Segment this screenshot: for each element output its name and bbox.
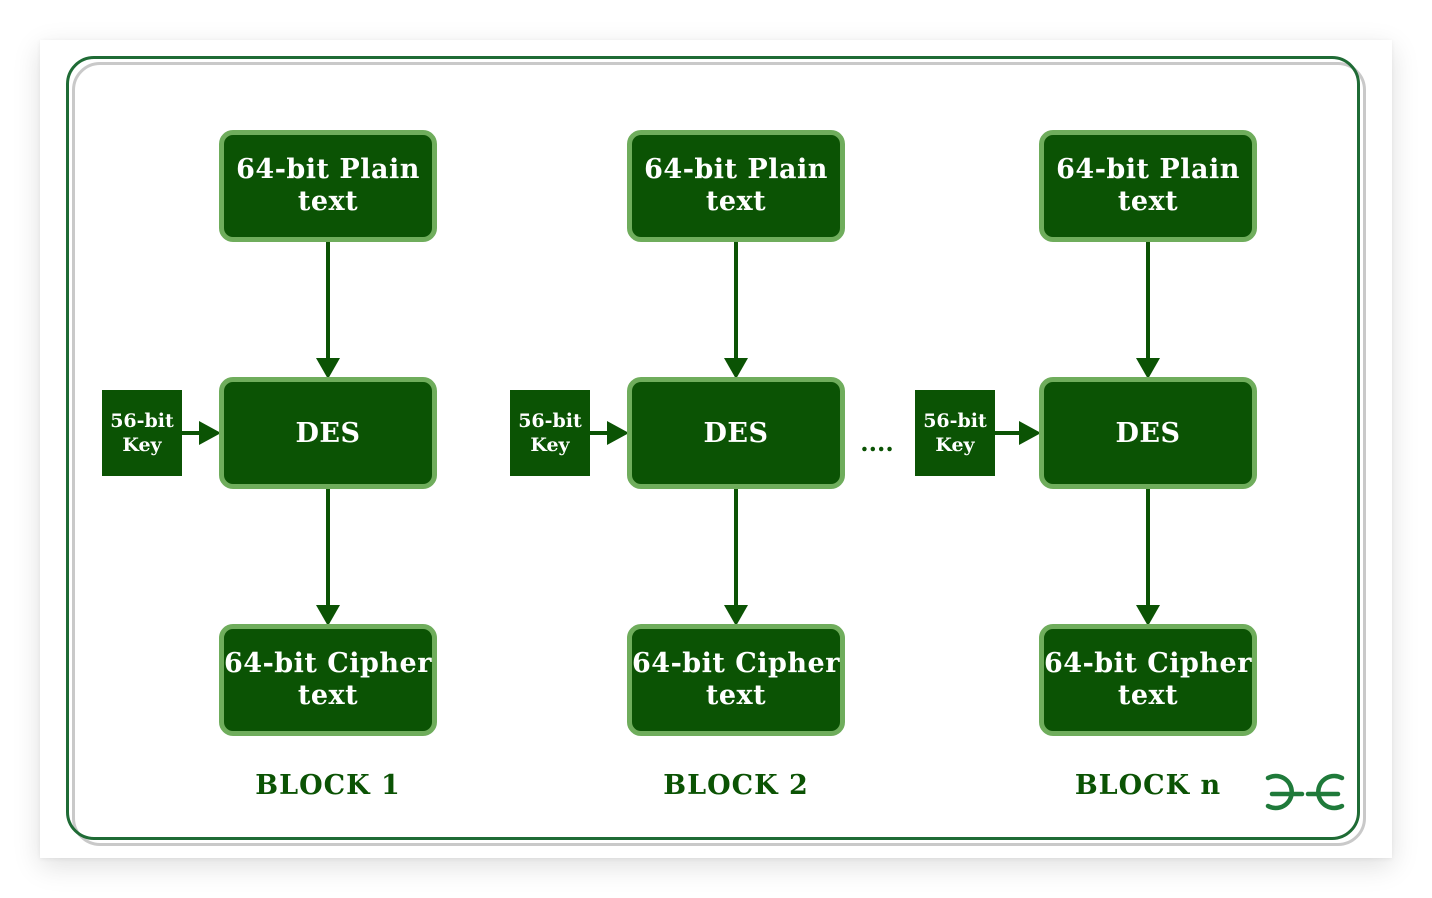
ciphertext-box-block-n: 64-bit Cipher text — [1039, 624, 1257, 736]
geeksforgeeks-logo-icon — [1265, 773, 1345, 811]
diagram-frame — [66, 56, 1360, 840]
ciphertext-box-block-2: 64-bit Cipher text — [627, 624, 845, 736]
ellipsis: .... — [860, 428, 894, 457]
frame-shadow — [72, 62, 1366, 846]
plaintext-box-block-1: 64-bit Plain text — [219, 130, 437, 242]
block-label-2: BLOCK 2 — [663, 770, 809, 801]
key-box-block-2: 56-bit Key — [510, 390, 590, 476]
des-box-block-2: DES — [627, 377, 845, 489]
block-label-1: BLOCK 1 — [255, 770, 401, 801]
key-box-block-1: 56-bit Key — [102, 390, 182, 476]
plaintext-box-block-2: 64-bit Plain text — [627, 130, 845, 242]
plaintext-box-block-n: 64-bit Plain text — [1039, 130, 1257, 242]
ciphertext-box-block-1: 64-bit Cipher text — [219, 624, 437, 736]
block-label-n: BLOCK n — [1074, 770, 1222, 801]
des-box-block-1: DES — [219, 377, 437, 489]
des-box-block-n: DES — [1039, 377, 1257, 489]
key-box-block-n: 56-bit Key — [915, 390, 995, 476]
